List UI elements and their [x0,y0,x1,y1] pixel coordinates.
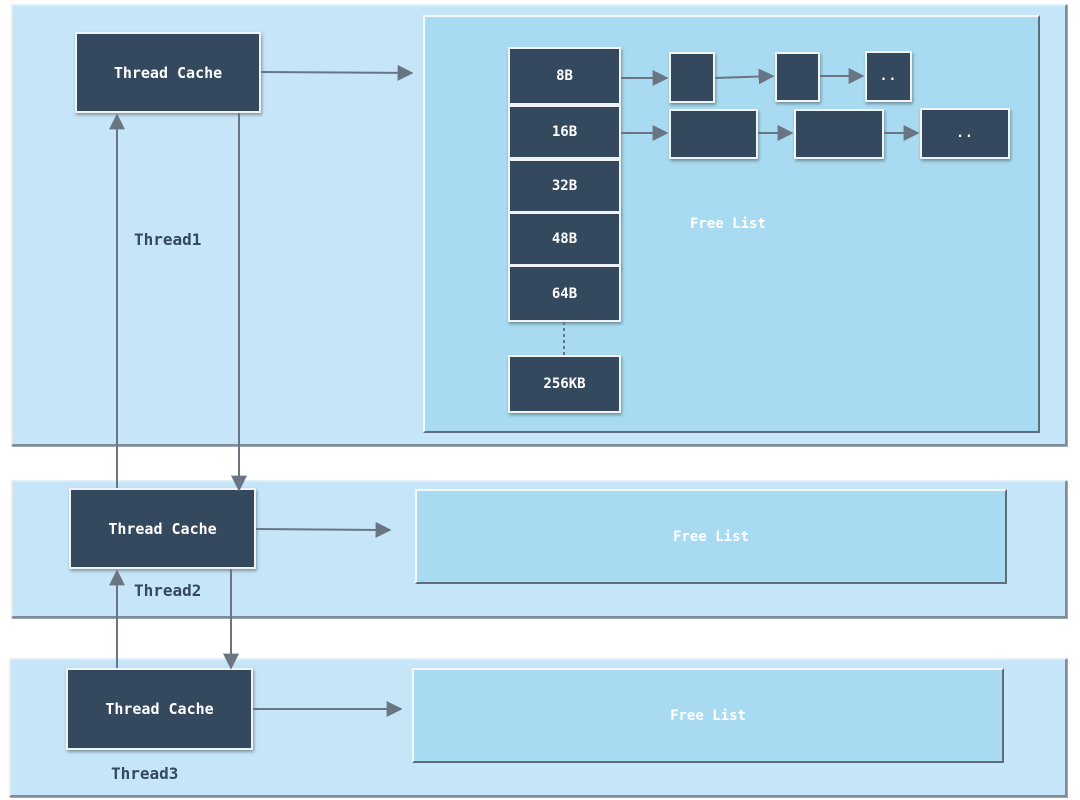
thread2-free-list-label: Free List [673,528,749,545]
thread3-label: Thread3 [111,764,179,783]
thread1-cache-box: Thread Cache [75,32,261,113]
chain-16b-node-2 [794,109,884,159]
thread3-free-list-area: Free List [412,668,1004,763]
size-class-48b: 48B [508,212,621,266]
chain-16b-node-1 [669,109,758,159]
thread2-free-list-area: Free List [415,489,1007,584]
chain-16b-node-3: .. [920,108,1010,159]
thread2-cache-box: Thread Cache [69,488,256,569]
thread2-label: Thread2 [134,581,202,600]
size-class-256kb: 256KB [508,355,621,413]
size-class-64b: 64B [508,265,621,322]
chain-8b-node-3: .. [865,51,912,102]
thread3-cache-box: Thread Cache [66,668,253,750]
chain-8b-node-1 [669,52,715,103]
size-class-32b: 32B [508,159,621,213]
size-class-8b: 8B [508,47,621,105]
thread1-label: Thread1 [134,230,202,249]
chain-8b-node-2 [775,52,820,102]
thread1-free-list-label: Free List [690,216,766,232]
thread3-free-list-label: Free List [670,707,746,724]
size-class-16b: 16B [508,105,621,159]
